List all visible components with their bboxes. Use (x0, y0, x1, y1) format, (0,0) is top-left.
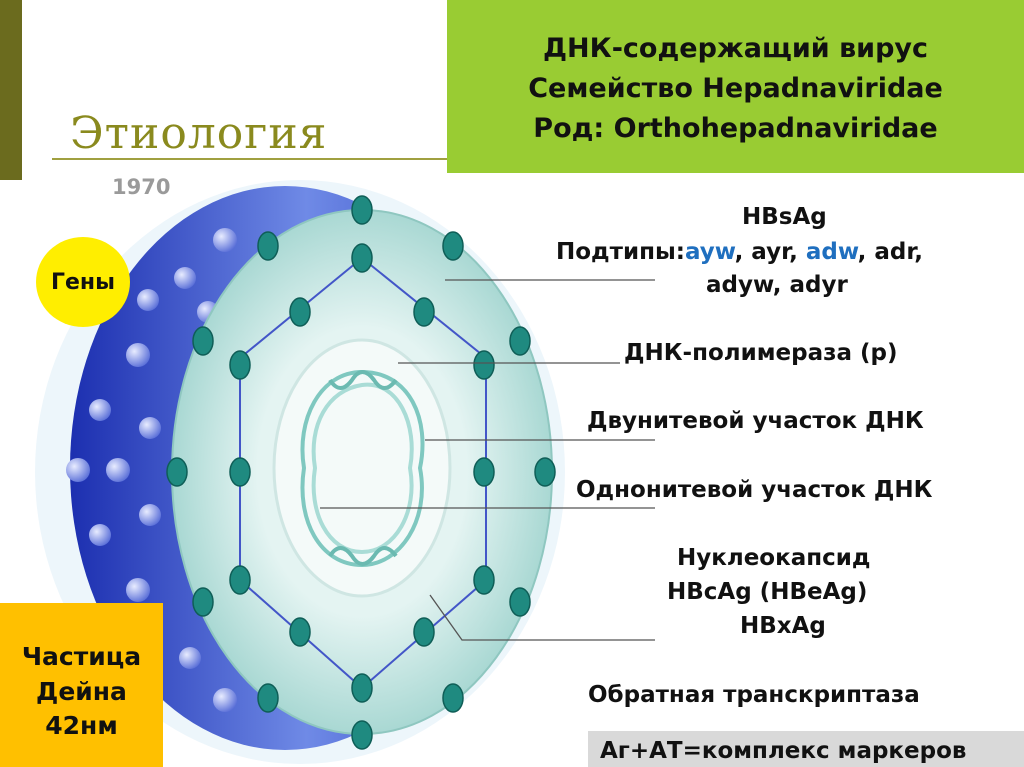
surface-knob (139, 504, 161, 526)
protein-dot (257, 683, 279, 713)
label-dna-polymerase: ДНК-полимераза (р) (624, 340, 898, 366)
protein-dot (473, 350, 495, 380)
protein-dot (229, 565, 251, 595)
label-nucleocapsid: Нуклеокапсид (677, 545, 871, 571)
protein-dot (442, 231, 464, 261)
surface-knob (106, 458, 130, 482)
virus-family: Семейство Hepadnaviridae (528, 73, 943, 104)
leader-line-nucleocapsid (429, 594, 655, 641)
protein-dot (289, 297, 311, 327)
label-reverse-transcriptase: Обратная транскриптаза (588, 682, 920, 708)
surface-knob (139, 417, 161, 439)
protein-dot (257, 231, 279, 261)
marker-note: Аг+АТ=комплекс маркеров (600, 738, 967, 764)
protein-dot (192, 587, 214, 617)
surface-knob (126, 578, 150, 602)
protein-dot (473, 457, 495, 487)
surface-knob (213, 228, 237, 252)
label-single-strand: Однонитевой участок ДНК (576, 477, 933, 503)
dna-coil (300, 369, 425, 568)
subtypes-prefix: Подтипы: (556, 239, 685, 265)
protein-dot (509, 326, 531, 356)
surface-knobs (66, 228, 237, 712)
particle-line1: Частица (21, 642, 142, 671)
surface-knob (179, 647, 201, 669)
protein-dot (442, 683, 464, 713)
subtype-separator: , ayr, (734, 239, 806, 265)
surface-knob (174, 267, 196, 289)
page-title: Этиология (70, 108, 328, 159)
year-label: 1970 (112, 175, 171, 199)
subtype-adw: adw (805, 239, 858, 265)
label-hbxag: HBxAg (740, 613, 826, 639)
label-subtypes-line2: adyw, adyr (706, 272, 848, 298)
protein-dot (192, 326, 214, 356)
protein-dot (534, 457, 556, 487)
label-double-strand: Двунитевой участок ДНК (587, 408, 924, 434)
protein-dot (289, 617, 311, 647)
protein-dot (166, 457, 188, 487)
protein-dot (473, 565, 495, 595)
label-hbsag: HBsAg (742, 204, 827, 230)
protein-dot (351, 673, 373, 703)
surface-knob (137, 289, 159, 311)
label-subtypes: Подтипы:ayw, ayr, adw, adr, (556, 241, 923, 264)
protein-dot (413, 617, 435, 647)
surface-knob (66, 458, 90, 482)
subtype-separator: , adr, (857, 239, 924, 265)
surface-knob (89, 524, 111, 546)
title-underline (52, 158, 448, 160)
protein-dot (229, 350, 251, 380)
protein-dot (413, 297, 435, 327)
protein-dot (351, 195, 373, 225)
marker-note-box (588, 731, 1024, 767)
virus-classification-box: ДНК-содержащий вирус Семейство Hepadnavi… (447, 0, 1024, 173)
particle-line3: 42нм (45, 711, 118, 740)
envelope-proteins (166, 195, 556, 750)
core-region (272, 338, 452, 598)
surface-knob (89, 399, 111, 421)
protein-dot (509, 587, 531, 617)
genes-badge: Гены (36, 237, 130, 327)
protein-dot (351, 243, 373, 273)
surface-knob (126, 343, 150, 367)
virus-type: ДНК-содержащий вирус (542, 33, 929, 64)
particle-line2: Дейна (36, 677, 127, 706)
label-hbcag: HBcAg (HBeAg) (667, 579, 868, 605)
dane-particle-box: Частица Дейна 42нм (0, 603, 163, 767)
left-accent-bar (0, 0, 22, 180)
virus-genus: Род: Orthohepadnaviridae (533, 113, 938, 144)
surface-knob (213, 688, 237, 712)
protein-dot (351, 720, 373, 750)
protein-dot (229, 457, 251, 487)
leader-lines (320, 279, 655, 641)
subtype-ayw: ayw (684, 239, 735, 265)
